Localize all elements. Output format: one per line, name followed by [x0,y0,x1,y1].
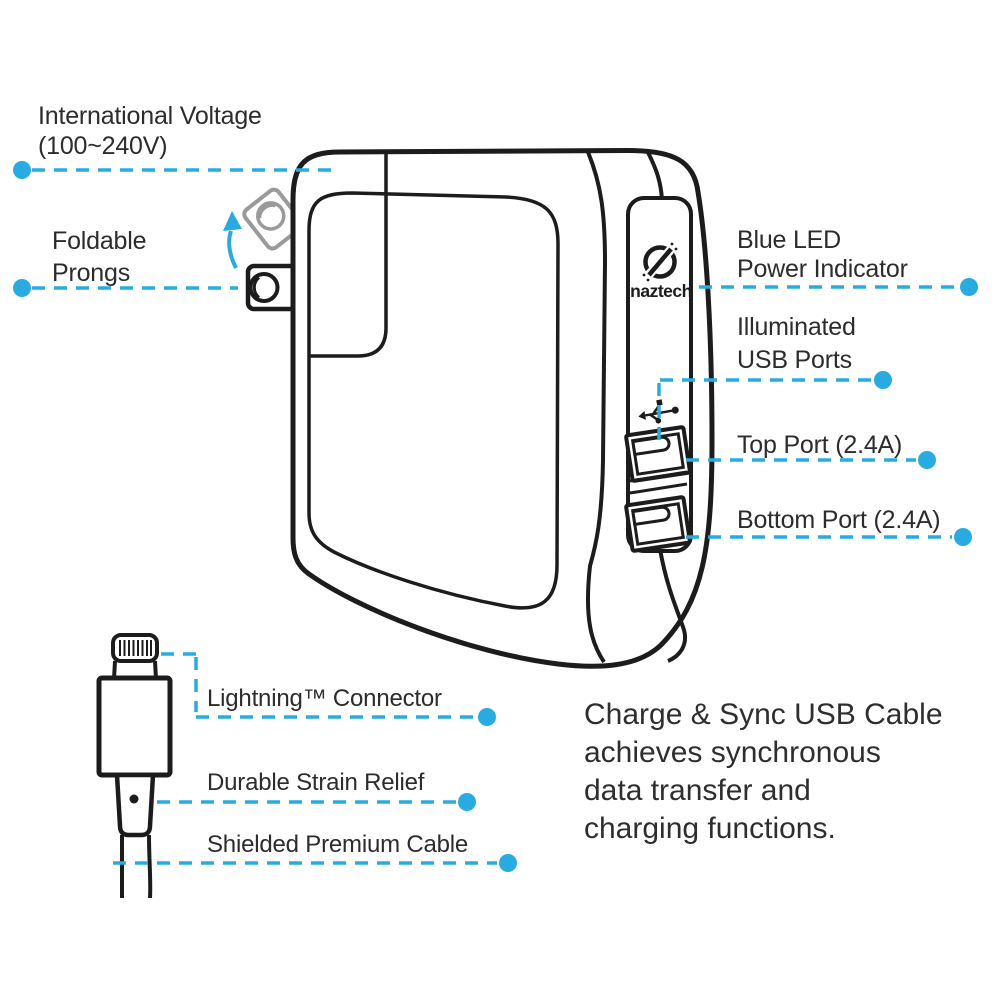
label-lightning-connector: Lightning™ Connector [207,685,442,712]
label-line: (100~240V) [38,132,168,160]
product-description: Charge & Sync USB Cable achieves synchro… [584,696,943,848]
label-line: Blue LED [737,226,842,254]
label-durable-strain-relief: Durable Strain Relief [207,769,425,796]
leader-dots [13,161,978,872]
description-line: achieves synchronous [584,736,881,769]
label-line: Foldable [52,227,147,255]
upper-prong-folded-icon [242,187,305,251]
fold-arrow-icon [223,211,242,269]
label-shielded-premium-cable: Shielded Premium Cable [207,831,469,858]
label-foldable-prongs: Foldable Prongs [52,225,147,289]
label-illuminated-usb-ports: Illuminated USB Ports [737,311,856,377]
lower-prong-icon [245,263,301,312]
label-line: USB Ports [737,346,852,374]
strain-relief-dot [129,794,139,804]
leader-lightning [161,652,476,719]
lightning-cable-illustration [96,633,173,899]
label-bottom-port: Bottom Port (2.4A) [737,506,941,534]
description-line: data transfer and [584,774,811,807]
label-line: Illuminated [737,313,856,341]
leader-illuminated-usb [657,378,872,448]
label-line: International Voltage [38,102,262,130]
leader-lines [32,168,958,865]
label-blue-led-power-indicator: Blue LED Power Indicator [737,226,908,284]
bottom-usb-port [624,495,692,553]
label-line: Prongs [52,259,131,287]
naztech-logo-icon [642,242,678,282]
description-line: charging functions. [584,812,836,845]
label-top-port: Top Port (2.4A) [737,431,903,459]
description-line: Charge & Sync USB Cable [584,698,943,731]
side-panel: naztech [624,196,693,553]
label-line: Power Indicator [737,255,908,283]
naztech-logo-text: naztech [630,281,692,301]
charger-body [290,147,715,669]
label-international-voltage: International Voltage (100~240V) [38,101,262,161]
